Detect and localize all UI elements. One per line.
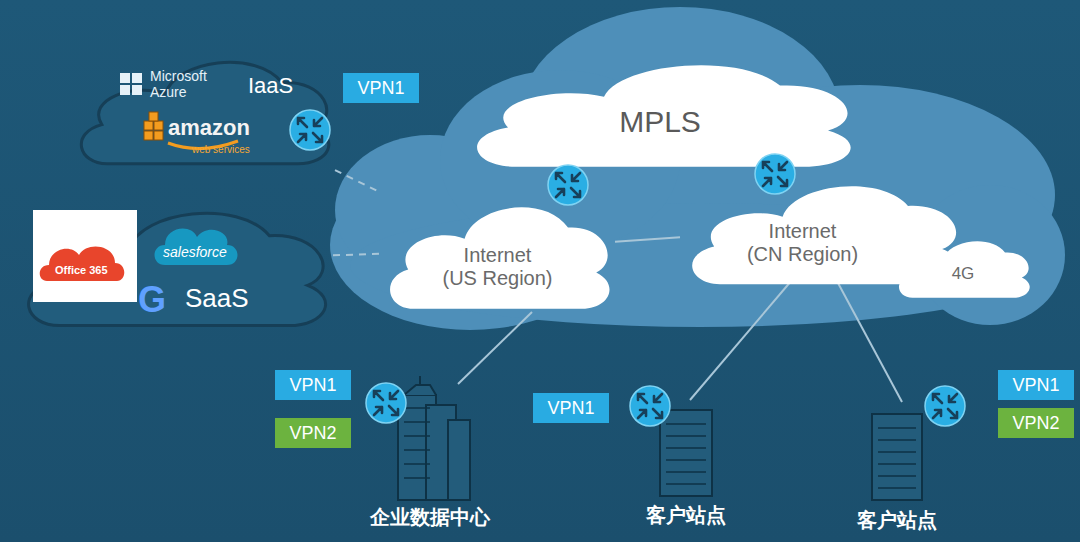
site-label: 企业数据中心	[370, 504, 490, 531]
router-icon	[630, 386, 670, 426]
node-text: salesforce	[163, 244, 227, 260]
vpn-tag: VPN2	[275, 418, 351, 448]
vpn-label: VPN2	[1012, 413, 1059, 434]
site-label: 客户站点	[646, 502, 726, 529]
router-icon	[548, 165, 588, 205]
floor-line	[404, 449, 430, 451]
node-text: Internet (CN Region)	[747, 220, 858, 266]
floor-line	[878, 463, 916, 465]
floor-line	[666, 483, 706, 485]
site-label: 客户站点	[857, 507, 937, 534]
vpn-tag: VPN1	[533, 393, 609, 423]
backdrop-cloud	[330, 7, 1065, 330]
node-text: IaaS	[248, 73, 293, 98]
windows-logo	[120, 73, 142, 95]
node-text: Internet (US Region)	[442, 244, 552, 290]
floor-line	[666, 435, 706, 437]
office-logo-cloud	[40, 247, 125, 281]
iaas-cloud: Microsoft Azure IaaS amazon web services	[70, 35, 335, 175]
salesforce-logo-cloud	[155, 229, 238, 265]
office-logo-box	[33, 210, 137, 302]
vpn-label: VPN1	[357, 78, 404, 99]
router-icon	[290, 110, 330, 150]
internet-cloud: Internet (US Region)	[380, 180, 615, 320]
node-text: 4G	[952, 264, 975, 284]
network-link	[335, 170, 380, 192]
node-text: web services	[192, 144, 250, 156]
cloud-shape	[81, 62, 328, 163]
mobile-cloud: 4G	[893, 226, 1033, 304]
vpn-tag: VPN1	[998, 370, 1074, 400]
floor-line	[878, 487, 916, 489]
router-icon	[925, 386, 965, 426]
floor-line	[666, 459, 706, 461]
floor-line	[404, 463, 430, 465]
mpls-cloud: MPLS	[460, 38, 860, 178]
node-text: Office 365	[55, 264, 108, 277]
data-center-building	[398, 376, 470, 500]
amazon-cubes	[144, 112, 163, 140]
vpn-label: VPN1	[547, 398, 594, 419]
router-icon	[366, 383, 406, 423]
vpn-label: VPN1	[1012, 375, 1059, 396]
vpn-tag: VPN1	[275, 370, 351, 400]
vpn-label: VPN2	[289, 423, 336, 444]
floor-line	[878, 451, 916, 453]
network-link	[615, 237, 680, 242]
floor-line	[404, 435, 430, 437]
cloud-shape	[390, 207, 609, 308]
node-text: Microsoft Azure	[150, 68, 207, 100]
router-icon	[755, 154, 795, 194]
vpn-label: VPN1	[289, 375, 336, 396]
network-link	[333, 254, 380, 256]
floor-line	[666, 471, 706, 473]
node-text: SaaS	[185, 284, 249, 314]
saas-cloud: Office 365 salesforceG SaaS	[15, 183, 333, 338]
node-text: amazon	[168, 115, 250, 140]
floor-line	[666, 423, 706, 425]
vpn-tag: VPN2	[998, 408, 1074, 438]
site-tower	[660, 410, 922, 500]
vpn-tag: VPN1	[343, 73, 419, 103]
floor-line	[878, 439, 916, 441]
node-text: MPLS	[619, 105, 701, 140]
floor-line	[878, 427, 916, 429]
floor-line	[878, 475, 916, 477]
floor-line	[404, 421, 430, 423]
floor-line	[666, 447, 706, 449]
cloud-shape	[477, 65, 851, 166]
floor-line	[404, 407, 430, 409]
cloud-shape	[899, 241, 1030, 298]
node-decoration	[15, 183, 333, 338]
floor-line	[404, 477, 430, 479]
node-text: G	[138, 279, 166, 320]
